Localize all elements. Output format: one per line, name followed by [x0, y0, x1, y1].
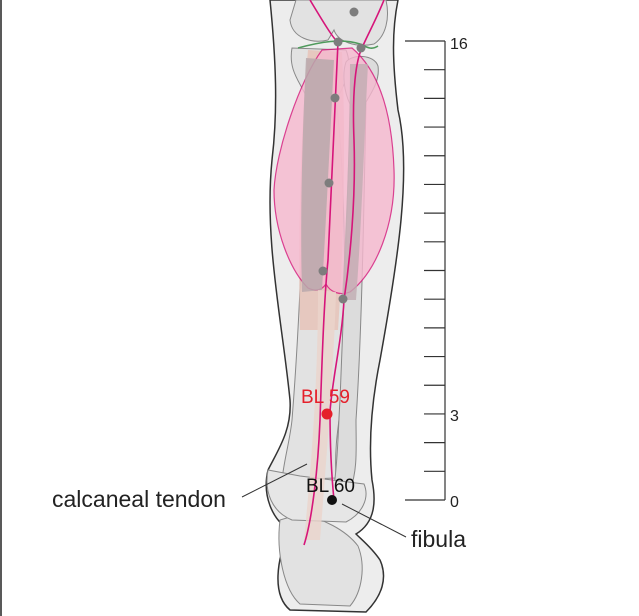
- reference-point: [330, 93, 340, 103]
- calcaneus-bone: [278, 513, 363, 607]
- scale-ticks: [405, 40, 445, 501]
- reference-point: [333, 37, 343, 47]
- bl59-label: BL 59: [301, 387, 350, 408]
- scale-label-bottom: 0: [450, 494, 459, 511]
- tendon-label: calcaneal tendon: [52, 486, 226, 512]
- scale-label-top: 16: [450, 36, 468, 53]
- bl60-point[interactable]: [327, 495, 337, 505]
- measurement-scale: 16 3 0: [405, 36, 468, 511]
- fibula-leader-line: [341, 503, 407, 538]
- scale-label-mid: 3: [450, 408, 459, 425]
- reference-point: [349, 7, 359, 17]
- bl60-label: BL 60: [306, 476, 355, 497]
- tendon-leader-line: [241, 463, 308, 498]
- reference-point: [324, 178, 334, 188]
- reference-point: [356, 43, 366, 53]
- bl59-point[interactable]: [321, 408, 333, 420]
- tibia-shaft-band: [301, 58, 334, 292]
- reference-point: [318, 266, 328, 276]
- reference-points: [318, 7, 366, 304]
- fibula-label: fibula: [411, 526, 466, 552]
- reference-point: [338, 294, 348, 304]
